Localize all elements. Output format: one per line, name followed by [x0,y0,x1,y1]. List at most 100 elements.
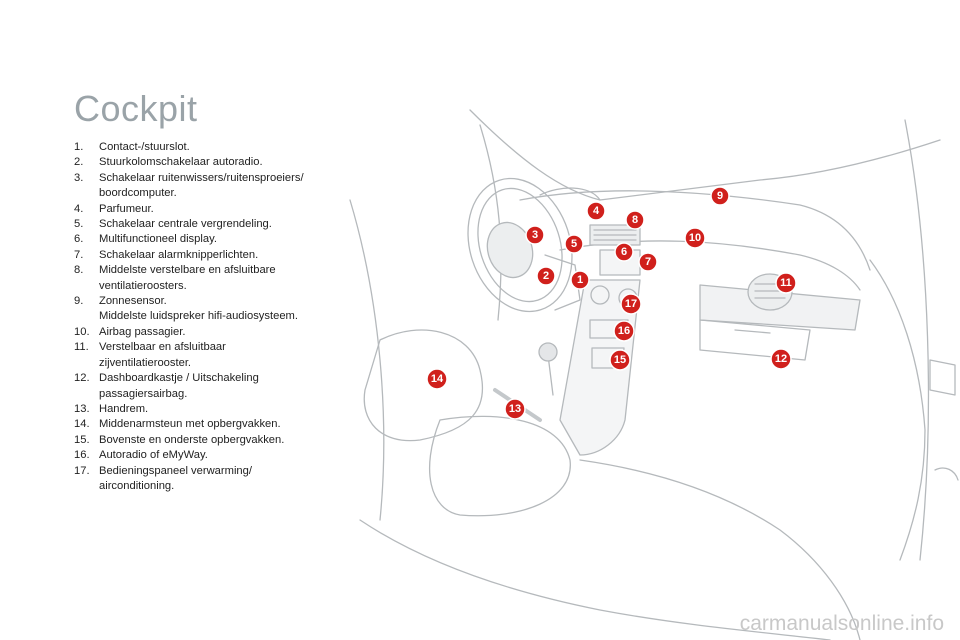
legend-text: Schakelaar centrale vergrendeling. [99,218,272,231]
legend-item: 4. Parfumeur. [74,202,344,217]
legend-text: Verstelbaar en afsluitbaar zijventilatie… [99,341,226,369]
svg-text:6: 6 [621,246,627,258]
legend-text: Autoradio of eMyWay. [99,449,208,462]
driver-door [349,199,385,521]
legend-number: 8. [74,264,84,277]
legend-number: 9. [74,295,84,308]
legend-item: 15. Bovenste en onderste opbergvakken. [74,433,344,448]
callout-9: 9 [710,186,730,206]
svg-text:1: 1 [577,274,583,286]
legend-number: 11. [74,341,89,354]
legend-item: 7. Schakelaar alarmknipperlichten. [74,248,344,263]
legend-text: Handrem. [99,402,149,415]
legend-item: 17. Bedieningspaneel verwarming/ aircondi… [74,464,344,495]
svg-text:3: 3 [532,229,538,241]
callout-3: 3 [525,225,545,245]
legend-number: 1. [74,141,84,153]
legend-item: 10. Airbag passagier. [74,325,344,340]
svg-text:17: 17 [625,298,637,310]
legend-number: 15. [74,433,90,446]
legend-item: 16. Autoradio of eMyWay. [74,448,344,463]
svg-text:11: 11 [780,277,792,289]
legend-item: 3. Schakelaar ruitenwissers/ruitensproeie… [74,171,344,202]
legend-number: 5. [74,218,84,231]
legend-number: 13. [74,402,90,415]
svg-text:12: 12 [775,353,787,365]
svg-text:13: 13 [509,403,521,415]
callout-12: 12 [770,348,792,370]
a-pillar-right [904,119,930,561]
callout-2: 2 [536,266,556,286]
door-sill [579,459,861,640]
steering-wheel-inner [477,187,563,303]
callout-4: 4 [586,201,606,221]
callout-13: 13 [504,398,526,420]
svg-text:5: 5 [571,238,577,250]
callout-1: 1 [570,270,590,290]
callout-14: 14 [426,368,448,390]
legend-text: Stuurkolomschakelaar autoradio. [99,156,263,169]
svg-text:4: 4 [593,205,600,217]
callout-5: 5 [564,234,584,254]
legend-item: 8. Middelste verstelbare en afsluitbare v… [74,263,344,294]
cockpit-illustration: 1 2 3 4 5 6 7 8 9 10 11 12 13 14 15 16 1… [349,109,959,640]
callout-15: 15 [609,349,631,371]
floor-line [359,519,831,640]
legend-number: 7. [74,248,84,261]
callout-17: 17 [620,293,642,315]
legend-text: Middenarmsteun met opbergvakken. [99,418,281,431]
legend-number: 17. [74,464,90,477]
svg-text:2: 2 [543,270,549,282]
legend-item: 1.Contact-/stuurslot. [74,140,344,155]
page-title: Cockpit [74,88,198,129]
dashboard-top [519,190,871,271]
legend-text: Schakelaar ruitenwissers/ruitensproeiers… [99,171,304,200]
svg-text:14: 14 [431,373,444,385]
watermark: carmanualsonline.info [739,612,944,635]
legend-item: 13. Handrem. [74,402,344,417]
svg-text:8: 8 [632,214,638,226]
callout-8: 8 [625,210,645,230]
callout-6: 6 [614,242,634,262]
legend-item: 9. Zonnesensor. Middelste luidspreker hif… [74,294,344,325]
legend-text: Dashboardkastje / Uitschakeling passagie… [99,372,259,400]
legend-item: 14. Middenarmsteun met opbergvakken. [74,417,344,432]
legend-number: 3. [74,171,84,184]
svg-text:10: 10 [689,232,701,244]
legend-item: 12. Dashboardkastje / Uitschakeling passa… [74,371,344,402]
legend-number: 4. [74,202,84,215]
legend-item: 11. Verstelbaar en afsluitbaar zijventila… [74,340,344,371]
instrument-cluster [539,187,601,201]
steering-wheel-rim [467,177,573,313]
legend-number: 14. [74,418,90,431]
legend-number: 12. [74,372,90,385]
legend-number: 2. [74,156,84,169]
legend-text: Bedieningspaneel verwarming/ airconditio… [99,464,252,492]
gear-knob [538,342,558,362]
legend-text: Parfumeur. [99,202,154,215]
legend-text: Zonnesensor. Middelste luidspreker hifi-… [99,295,298,323]
svg-text:15: 15 [614,354,626,366]
callout-11: 11 [775,272,797,294]
gear-stick [547,354,554,396]
svg-text:9: 9 [717,190,723,202]
legend-text: Airbag passagier. [99,325,186,338]
legend-text: Middelste verstelbare en afsluitbare ven… [99,264,276,292]
callout-16: 16 [613,320,635,342]
legend-number: 10. [74,325,90,338]
climate-knob-left [590,285,610,305]
legend-text: Schakelaar alarmknipperlichten. [99,248,259,261]
door-handle [929,359,956,396]
passenger-door [869,259,926,561]
center-vent-slats [593,229,637,241]
legend-item: 2. Stuurkolomschakelaar autoradio. [74,155,344,170]
center-armrest [428,415,571,517]
glovebox-handle [734,329,771,334]
legend-list: 1.Contact-/stuurslot. 2. Stuurkolomschake… [74,140,344,494]
legend-number: 16. [74,449,90,462]
legend-text: Bovenste en onderste opbergvakken. [99,433,285,446]
svg-text:16: 16 [618,325,630,337]
windshield-line [469,109,941,201]
legend-text: Multifunctioneel display. [99,233,217,246]
legend-item: 5. Schakelaar centrale vergrendeling. [74,217,344,232]
